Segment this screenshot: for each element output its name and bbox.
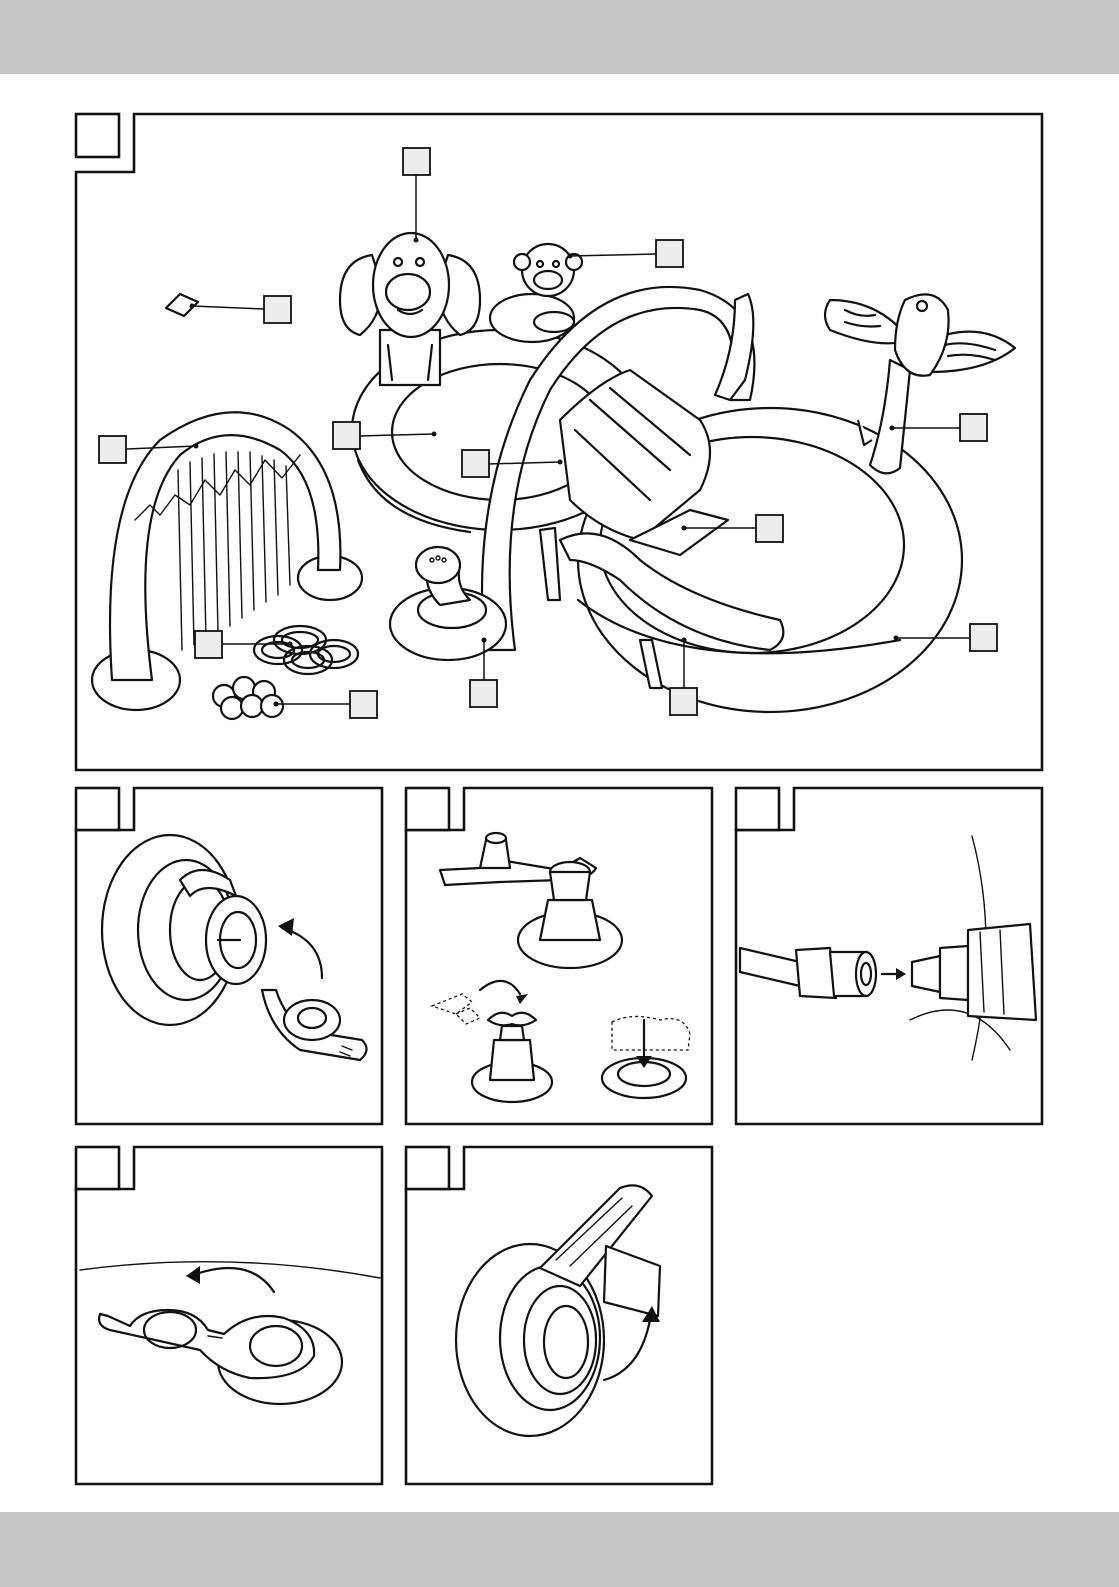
figure-number-box bbox=[76, 1147, 119, 1189]
figure-number-box bbox=[76, 114, 119, 157]
figure-number-box bbox=[76, 788, 119, 830]
callout-parrot-figure bbox=[960, 414, 987, 441]
callout-play-balls bbox=[350, 691, 377, 718]
figure-valve-close bbox=[406, 1147, 712, 1484]
figure-valve-plug bbox=[406, 788, 712, 1124]
callout-repair-patch bbox=[264, 296, 291, 323]
callout-monkey-figure bbox=[656, 240, 683, 267]
callout-snake-sprayer bbox=[470, 680, 497, 707]
figure-number-box bbox=[406, 788, 449, 830]
play-balls bbox=[213, 677, 283, 719]
figure-number-box bbox=[406, 1147, 449, 1189]
callout-water-hose-tube bbox=[670, 688, 697, 715]
figure-valve-cap bbox=[76, 1147, 382, 1484]
figure-main-assembly bbox=[76, 114, 1042, 770]
figure-hose-connector bbox=[736, 788, 1042, 1124]
figure-valve-open bbox=[76, 788, 382, 1124]
callout-inner-pool bbox=[333, 422, 360, 449]
callout-slide bbox=[462, 450, 489, 477]
callout-slide-mat bbox=[756, 515, 783, 542]
callout-gorilla-sprayer bbox=[403, 148, 430, 175]
callout-outer-pool-ring bbox=[970, 624, 997, 651]
callout-archway-sprayer bbox=[99, 436, 126, 463]
callout-ring-toss-rings bbox=[195, 631, 222, 658]
figure-number-box bbox=[736, 788, 779, 830]
monkey-figure bbox=[490, 244, 582, 342]
ring-toss-rings bbox=[254, 626, 358, 674]
